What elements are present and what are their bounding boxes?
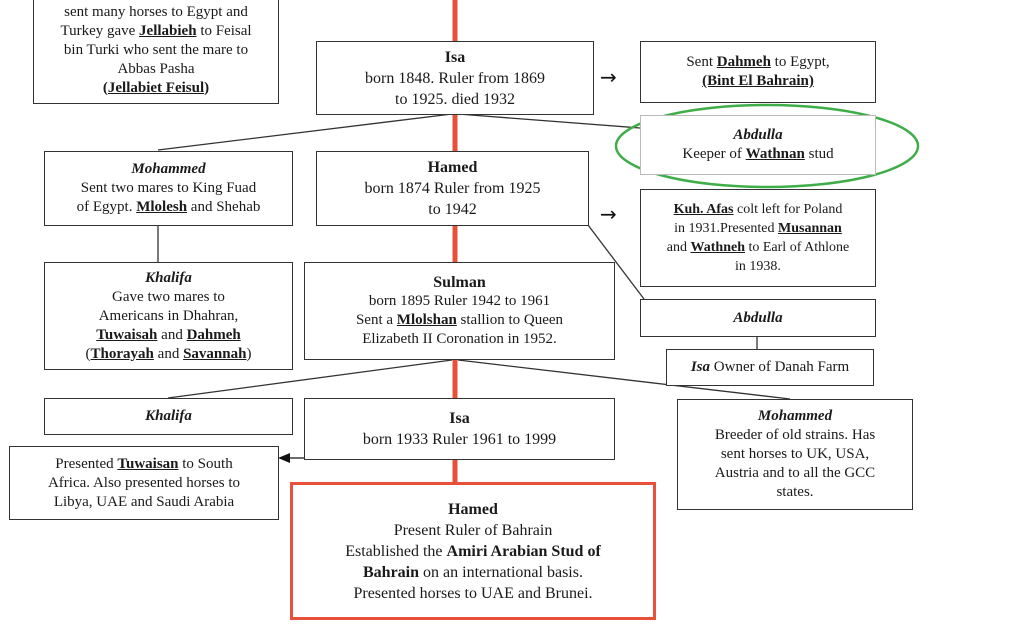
right-arrow-icon: →	[600, 202, 617, 226]
text-line: born 1848. Ruler from 1869	[365, 69, 545, 87]
box-kuh-afas: Kuh. Afas colt left for Poland in 1931.P…	[640, 189, 876, 287]
text-line: Tuwaisah and Dahmeh	[96, 326, 241, 343]
text-line: Sent two mares to King Fuad	[80, 180, 257, 196]
text-line: to 1942	[428, 201, 477, 218]
text-line: Gave two mares to	[112, 288, 225, 305]
branch-line	[167, 359, 453, 399]
box-tuwaisan: Presented Tuwaisan to South Africa. Also…	[9, 446, 279, 520]
person-name: Hamed	[448, 500, 498, 518]
text-line: Bahrain on an international basis.	[363, 563, 583, 581]
text-line: (Jellabiet Feisul)	[102, 79, 210, 96]
text-line: born 1874 Ruler from 1925	[364, 180, 541, 197]
box-isa-1933: Isa born 1933 Ruler 1961 to 1999	[304, 398, 615, 460]
text-line: sent horses to UK, USA,	[720, 446, 870, 462]
person-name: Isa	[449, 410, 470, 427]
branch-line	[587, 224, 645, 300]
person-name: Khalifa	[145, 269, 192, 286]
text-line: Libya, UAE and Saudi Arabia	[53, 493, 235, 510]
box-sulman: Sulman born 1895 Ruler 1942 to 1961 Sent…	[304, 262, 615, 360]
text-line: of Egypt. Mlolesh and Shehab	[76, 199, 261, 215]
person-name: Mohammed	[131, 161, 206, 177]
branch-line	[457, 359, 791, 400]
text-line: Africa. Also presented horses to	[47, 474, 241, 491]
box-mohammed-2: Mohammed Breeder of old strains. Has sen…	[677, 399, 913, 510]
box-abdulla-2: Abdulla	[640, 299, 876, 337]
text-line: and Wathneh to Earl of Athlone	[666, 240, 850, 255]
person-name: Khalifa	[145, 408, 192, 424]
text-line: Presented Tuwaisan to South	[55, 455, 233, 472]
text-line: Americans in Dhahran,	[98, 307, 239, 324]
text-line: Presented horses to UAE and Brunei.	[353, 584, 593, 602]
text-line: Elizabeth II Coronation in 1952.	[362, 331, 557, 347]
box-hamed-present-ruler: Hamed Present Ruler of Bahrain Establish…	[290, 482, 656, 620]
text-line: Austria and to all the GCC	[714, 465, 876, 481]
person-name: Hamed	[427, 159, 478, 176]
highlight-ellipse	[614, 103, 920, 189]
box-khalifa-1: Khalifa Gave two mares to Americans in D…	[44, 262, 293, 370]
box-top-left-note: sent many horses to Egypt and Turkey gav…	[33, 0, 279, 104]
right-arrow-icon: →	[600, 65, 617, 89]
text-line: Abbas Pasha	[117, 60, 195, 77]
box-abdulla-keeper: Abdulla Keeper of Wathnan stud	[640, 115, 876, 175]
box-isa-danah: Isa Owner of Danah Farm	[666, 349, 874, 386]
text-line: born 1933 Ruler 1961 to 1999	[362, 431, 557, 448]
text-line: Present Ruler of Bahrain	[393, 521, 553, 539]
box-hamed-1874: Hamed born 1874 Ruler from 1925 to 1942	[316, 151, 589, 226]
text-line: Turkey gave Jellabieh to Feisal	[60, 22, 252, 39]
text-line: (Bint El Bahrain)	[702, 73, 814, 89]
text-line: born 1895 Ruler 1942 to 1961	[368, 293, 551, 309]
person-name: Sulman	[433, 274, 486, 291]
text-line: Established the Amiri Arabian Stud of	[345, 542, 601, 560]
text-line: Sent a Mlolshan stallion to Queen	[355, 312, 564, 328]
box-mohammed-1: Mohammed Sent two mares to King Fuad of …	[44, 151, 293, 226]
arrow-head	[278, 453, 290, 463]
box-dahmeh: Sent Dahmeh to Egypt, (Bint El Bahrain)	[640, 41, 876, 103]
text-line: sent many horses to Egypt and	[64, 3, 248, 20]
text-line: (Thorayah and Savannah)	[85, 345, 252, 362]
text-line: states.	[776, 484, 814, 500]
text-line: Isa Owner of Danah Farm	[690, 359, 850, 375]
text-line: Sent Dahmeh to Egypt,	[686, 54, 830, 70]
person-name: Mohammed	[757, 408, 833, 424]
text-line: bin Turki who sent the mare to	[63, 41, 249, 58]
person-name: Abdulla	[733, 127, 783, 143]
text-line: in 1938.	[735, 259, 781, 274]
box-isa-1848: Isa born 1848. Ruler from 1869 to 1925. …	[316, 41, 594, 115]
box-khalifa-2: Khalifa	[44, 398, 293, 435]
person-name: Isa	[444, 48, 466, 66]
text-line: in 1931.Presented Musannan	[674, 221, 842, 236]
person-name: Abdulla	[733, 309, 783, 326]
text-line: Breeder of old strains. Has	[714, 427, 876, 443]
text-line: Kuh. Afas colt left for Poland	[673, 202, 843, 217]
text-line: Keeper of Wathnan stud	[682, 146, 834, 162]
branch-line	[157, 113, 453, 151]
branch-line	[457, 113, 641, 129]
text-line: to 1925. died 1932	[395, 90, 515, 108]
